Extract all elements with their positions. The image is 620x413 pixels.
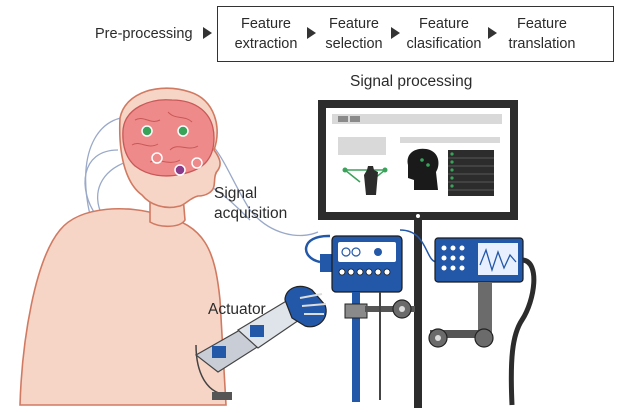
pipeline-box	[217, 6, 614, 62]
stage-feature-extraction: Feature extraction	[226, 14, 306, 54]
signal-processing-label: Signal processing	[350, 73, 473, 90]
stage-line2: selection	[325, 36, 383, 52]
stage-feature-selection: Feature selection	[318, 14, 390, 54]
oscilloscope-device	[399, 229, 537, 406]
electrode-icon	[141, 125, 153, 137]
electrode-icon	[174, 164, 186, 176]
monitor	[318, 100, 518, 408]
robotic-arm	[194, 285, 327, 400]
arrow-icon	[307, 27, 316, 39]
monitor-stand	[414, 218, 422, 408]
stage-line1: Feature	[517, 16, 567, 32]
hand-icon	[364, 166, 378, 195]
stage-feature-translation: Feature translation	[499, 14, 585, 54]
stage-line2: clasification	[406, 36, 482, 52]
electrode-icon	[151, 152, 163, 164]
stage-line2: translation	[508, 36, 576, 52]
signal-acquisition-label-line1: Signal	[214, 185, 258, 202]
torso	[19, 207, 227, 406]
head-profile-icon	[407, 148, 439, 190]
arrow-icon	[391, 27, 400, 39]
stage-line1: Feature	[241, 16, 291, 32]
stage-line1: Feature	[419, 16, 469, 32]
stage-feature-clasification: Feature clasification	[400, 14, 488, 54]
stage-line1: Feature	[329, 16, 379, 32]
actuator-label: Actuator	[208, 301, 266, 318]
electrode-icon	[191, 157, 203, 169]
data-table	[448, 150, 494, 196]
amplifier-device	[304, 234, 415, 402]
arrow-icon	[488, 27, 497, 39]
brain	[122, 99, 215, 177]
stage-line2: extraction	[234, 36, 298, 52]
arrow-icon	[203, 27, 212, 39]
pre-processing-label: Pre-processing	[95, 26, 193, 42]
electrode-icon	[177, 125, 189, 137]
signal-acquisition-label-line2: acquisition	[214, 205, 288, 222]
electrodes	[141, 125, 203, 176]
